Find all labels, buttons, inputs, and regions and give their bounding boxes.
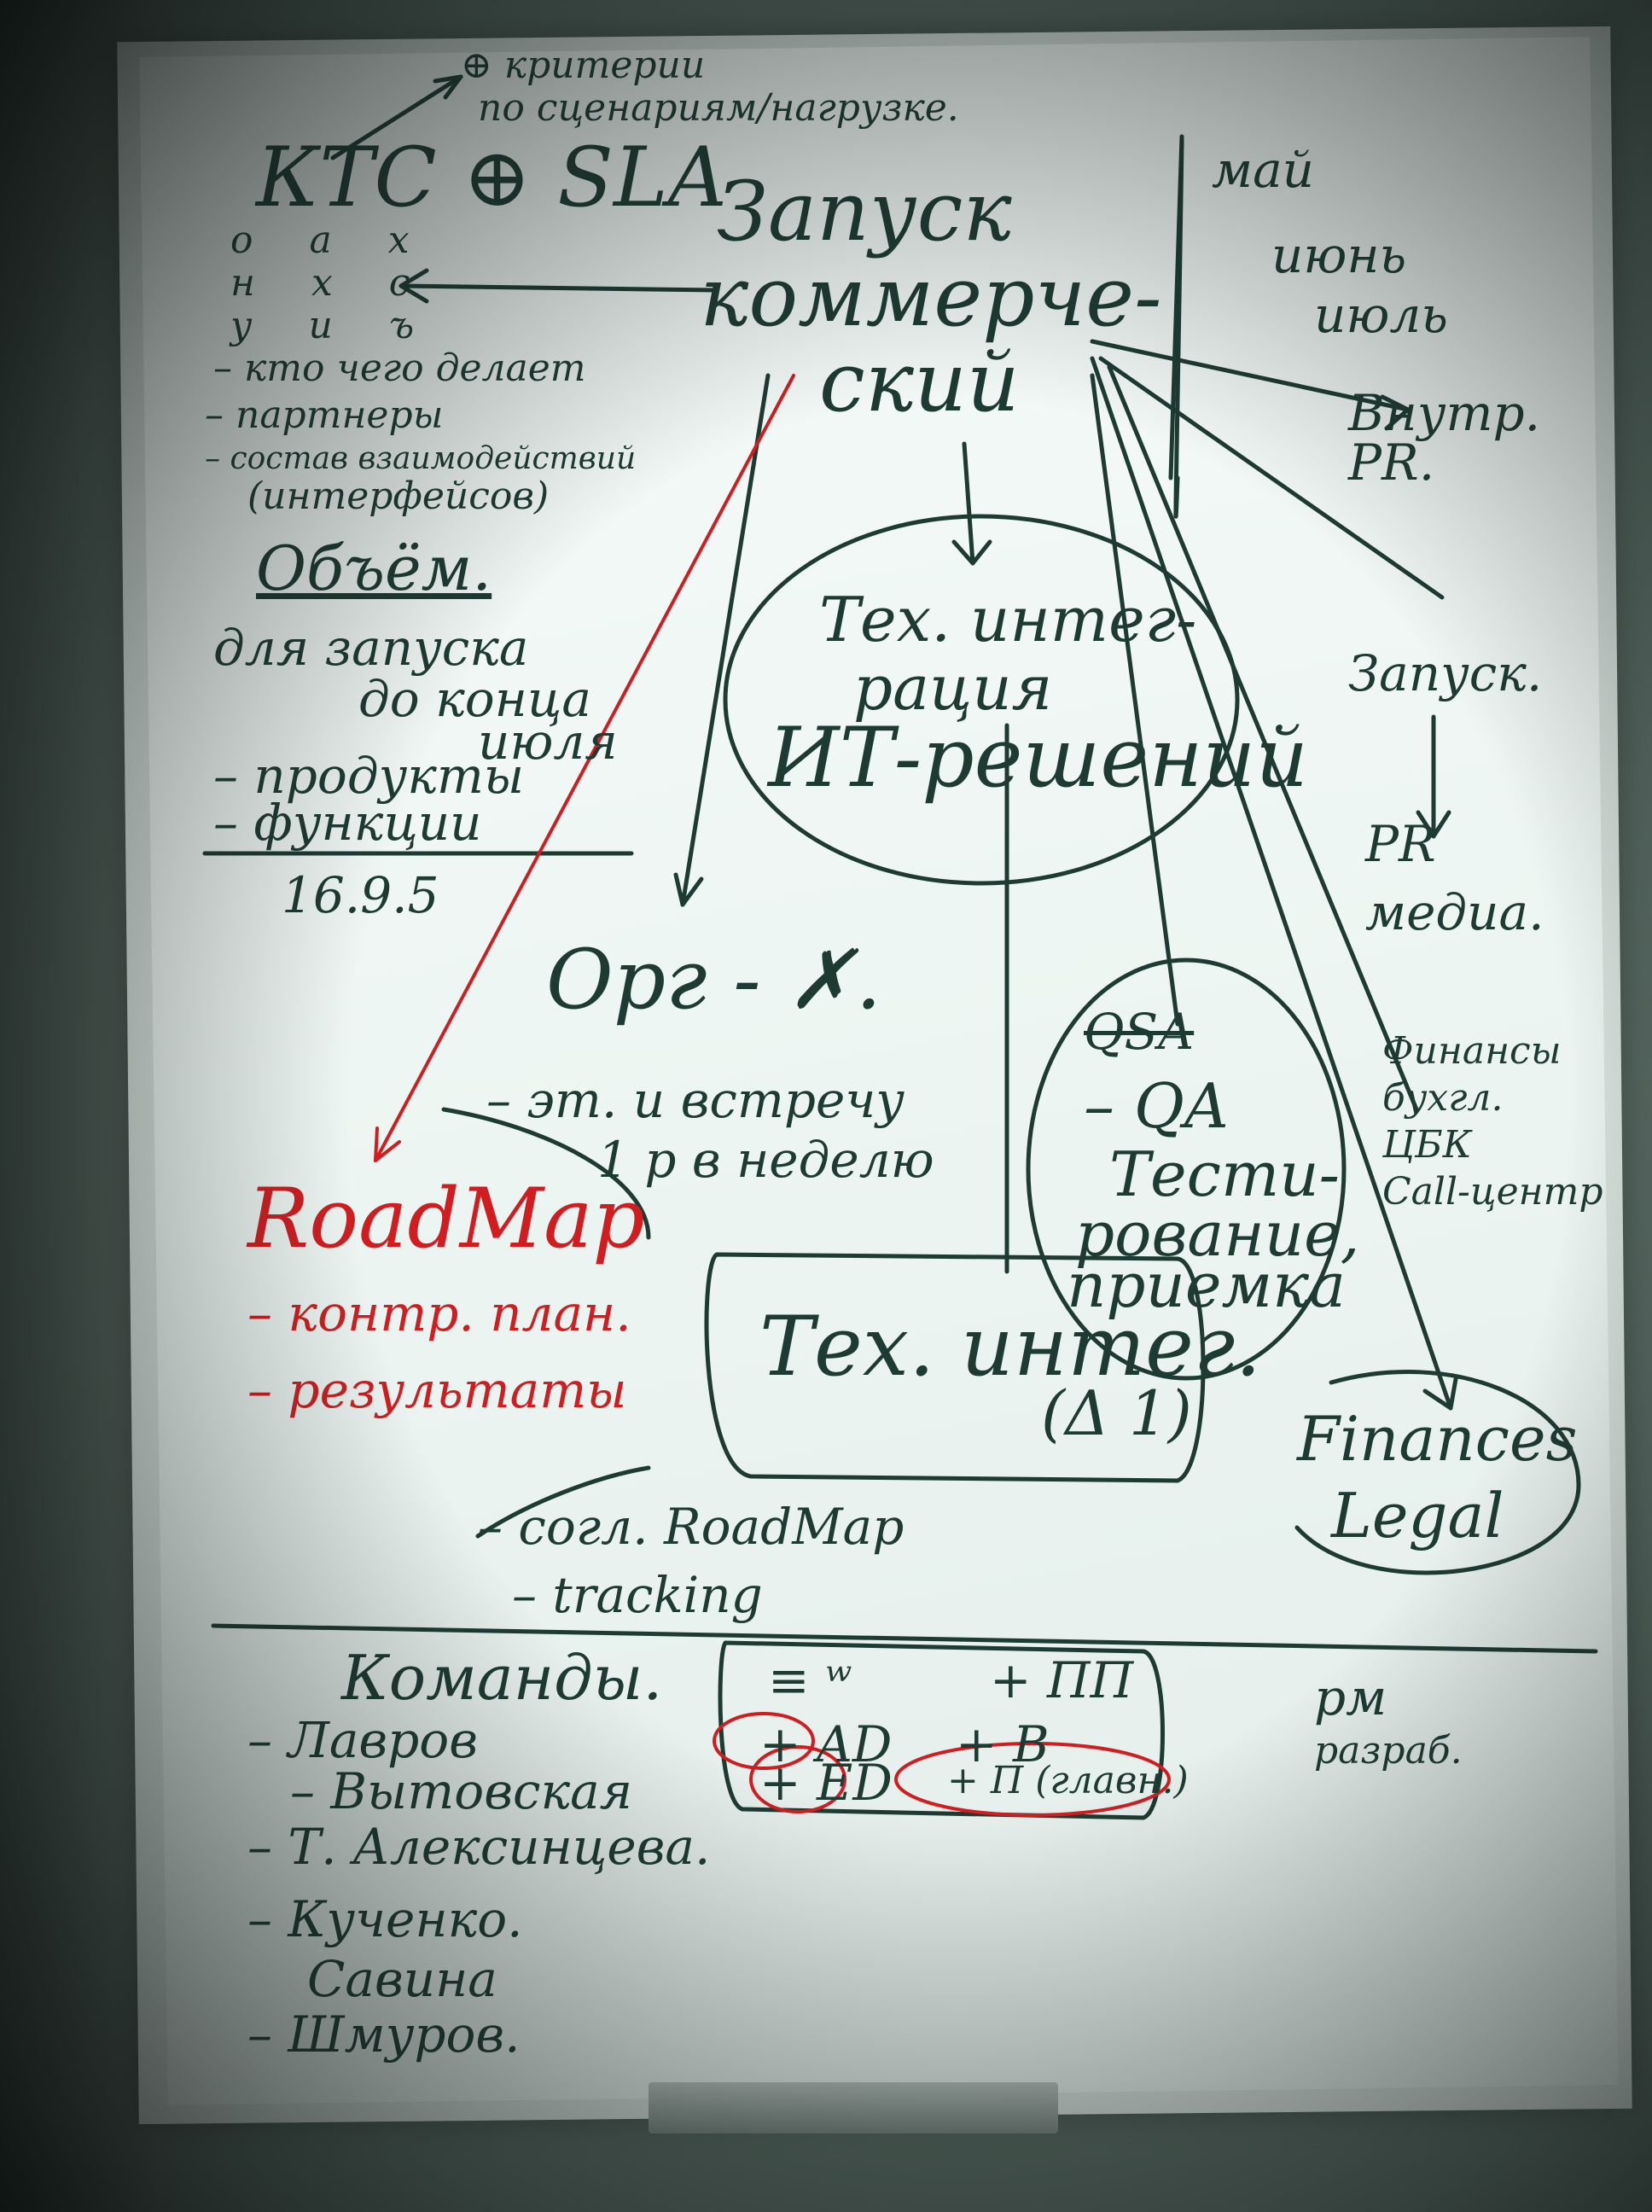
box-r3a: + ED <box>759 1754 893 1812</box>
finance-3: ЦБК <box>1382 1123 1472 1167</box>
bottom-line2: – tracking <box>512 1566 763 1624</box>
roadmap-line2: – результаты <box>247 1361 627 1419</box>
bottom-line1: – согл. RoadMap <box>478 1498 905 1556</box>
list-item-2: – партнеры <box>205 393 444 437</box>
roadmap-line1: – контр. план. <box>247 1284 631 1342</box>
org-title: Орг - ✗. <box>546 932 882 1027</box>
org-line1: – эт. и встречу <box>486 1071 905 1129</box>
box-r1a: ≡ ʷ <box>768 1651 852 1709</box>
tech-line3: ИТ-решений <box>768 710 1309 806</box>
list-item-1: – кто чего делает <box>213 346 586 390</box>
box-side2: разраб. <box>1314 1729 1463 1773</box>
ktc-sla: КТС ⊕ SLA <box>256 130 728 225</box>
month-may: май <box>1212 141 1315 199</box>
right-launch: Запуск. <box>1348 644 1543 702</box>
roadmap-title: RoadMap <box>247 1171 645 1266</box>
criteria-line1: ⊕ критерии <box>461 44 706 87</box>
volume-line1: для запуска <box>213 619 529 677</box>
org-line2: 1 р в неделю <box>597 1131 934 1189</box>
team-member-1: – Лавров <box>247 1711 478 1769</box>
team-member-4: – Кученко. <box>247 1890 523 1948</box>
media-label: медиа. <box>1365 883 1544 941</box>
launch-line2: коммерче- <box>700 249 1162 345</box>
finance-1: Финансы <box>1382 1029 1562 1073</box>
grid-row1: о а х <box>230 218 432 262</box>
qa-line2: Тести- <box>1109 1138 1340 1210</box>
month-june: июнь <box>1271 226 1407 284</box>
grid-row3: у и ъ <box>230 304 437 347</box>
team-member-6: – Шмуров. <box>247 2005 521 2064</box>
finance-4: Call-центр <box>1382 1170 1603 1214</box>
volume-date: 16.9.5 <box>282 866 439 924</box>
volume-title: Объём. <box>256 533 492 604</box>
qa-struck: QSA <box>1084 1003 1195 1061</box>
box-r1b: + ПП <box>990 1651 1134 1709</box>
team-title: Команды. <box>341 1642 663 1714</box>
volume-bullet2: – функции <box>213 794 482 852</box>
qa-line4: приемка <box>1067 1249 1347 1321</box>
team-member-5: Савина <box>307 1950 497 2008</box>
pr-label: PR <box>1365 815 1436 873</box>
grid-row2: н х с <box>230 261 433 305</box>
qa-line1: – QA <box>1084 1070 1229 1142</box>
list-item-3: – состав взаимодействий <box>205 441 637 476</box>
tech-integ-sub: (Δ 1) <box>1041 1377 1192 1449</box>
criteria-line2: по сценариям/нагрузке. <box>478 86 959 130</box>
finance-2: бухгл. <box>1382 1076 1504 1120</box>
launch-line1: Запуск <box>717 164 1012 259</box>
internal-pr: Внутр. PR. <box>1348 384 1541 492</box>
launch-line3: ский <box>819 335 1020 430</box>
legal-label: Legal <box>1331 1480 1504 1551</box>
list-item-4: (интерфейсов) <box>247 474 550 518</box>
month-july: июль <box>1314 286 1448 344</box>
team-member-2: – Вытовская <box>290 1762 633 1820</box>
box-side: рм <box>1314 1668 1387 1726</box>
tech-line1: Тех. интег- <box>819 584 1197 655</box>
finances-label: Finances <box>1297 1403 1578 1475</box>
box-r3b: + П (главн.) <box>947 1759 1189 1802</box>
team-member-3: – Т. Алексинцева. <box>247 1818 711 1876</box>
